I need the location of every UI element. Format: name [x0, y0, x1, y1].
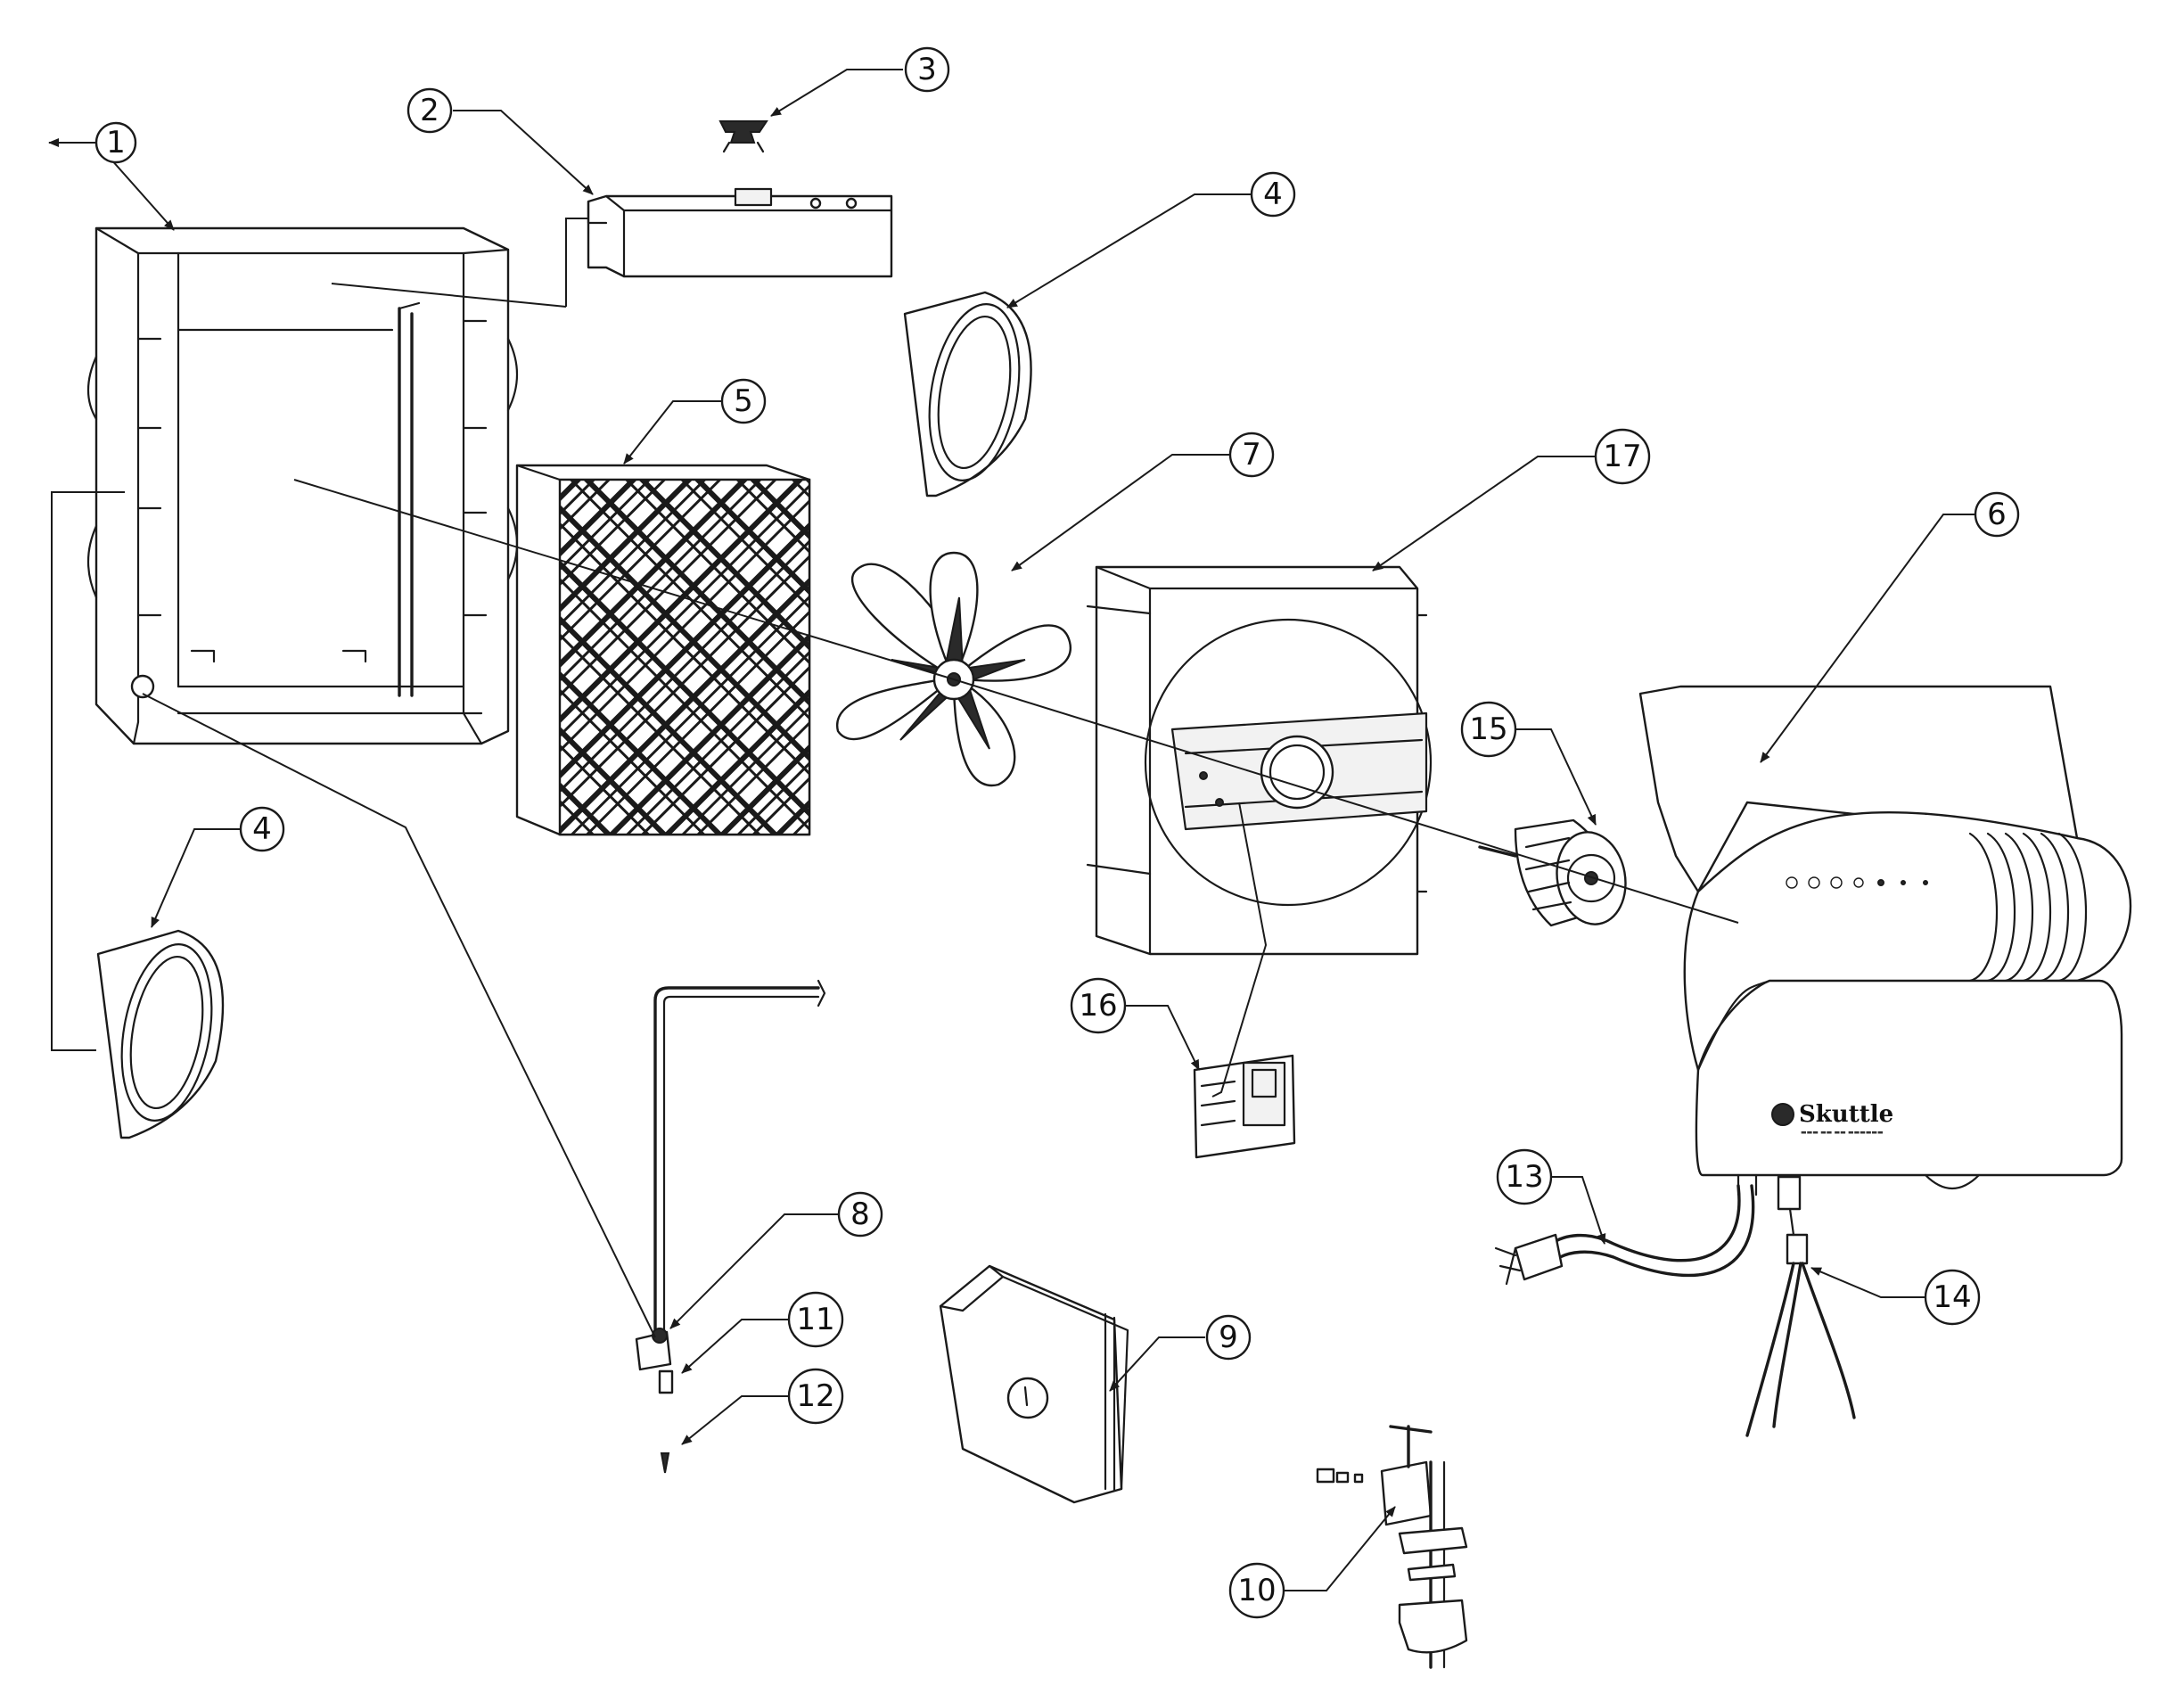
part-screw: [660, 1452, 670, 1474]
svg-text:1: 1: [106, 125, 126, 160]
callout-9: 9: [1205, 1314, 1252, 1361]
part-cabinet-base: [86, 226, 519, 745]
svg-text:8: 8: [850, 1196, 870, 1232]
callout-13: 13: [1496, 1148, 1553, 1205]
svg-text:17: 17: [1603, 439, 1641, 474]
callout-2: 2: [406, 87, 453, 134]
svg-text:12: 12: [796, 1378, 834, 1414]
part-circuit-board: [1193, 1054, 1296, 1159]
callout-4-upper: 4: [1250, 171, 1296, 218]
svg-text:4: 4: [252, 811, 272, 847]
part-fan-blade: [836, 551, 1071, 787]
svg-text:13: 13: [1505, 1159, 1543, 1195]
callout-3: 3: [904, 46, 950, 93]
part-clip: [718, 120, 768, 153]
svg-text:2: 2: [420, 93, 439, 128]
part-water-feed-tube: [635, 979, 826, 1371]
callout-4-lower: 4: [239, 806, 285, 852]
callout-5: 5: [720, 378, 767, 424]
part-evaporator-pad: [515, 464, 811, 836]
callout-16: 16: [1070, 977, 1127, 1034]
callout-11: 11: [787, 1291, 844, 1348]
part-wire-harness: [1745, 1175, 1856, 1437]
brand-logo-text: Skuttle: [1799, 1101, 1893, 1128]
callout-10: 10: [1228, 1562, 1285, 1619]
svg-text:4: 4: [1263, 177, 1283, 212]
part-blower-housing: [1086, 565, 1433, 956]
leader-lines: [48, 69, 1975, 1591]
part-cover: Skuttle ▬▬▬ ▬▬ ▬▬ ▬▬▬▬▬▬: [1638, 685, 2132, 1196]
part-fitting: [658, 1369, 674, 1394]
svg-text:3: 3: [917, 52, 937, 87]
callout-8: 8: [837, 1191, 883, 1238]
svg-text:11: 11: [796, 1302, 834, 1337]
svg-text:7: 7: [1242, 437, 1261, 473]
part-motor: [1478, 818, 1627, 927]
part-control-housing: [587, 187, 893, 278]
callout-1: 1: [94, 121, 137, 164]
svg-text:15: 15: [1469, 711, 1507, 747]
brand-logo-sub: ▬▬▬ ▬▬ ▬▬ ▬▬▬▬▬▬: [1801, 1129, 1884, 1136]
svg-text:6: 6: [1987, 497, 2007, 532]
svg-text:9: 9: [1219, 1320, 1238, 1355]
callout-15: 15: [1460, 701, 1517, 758]
svg-text:10: 10: [1237, 1573, 1276, 1608]
svg-text:5: 5: [734, 383, 753, 419]
svg-text:16: 16: [1079, 988, 1117, 1024]
callout-12: 12: [787, 1368, 844, 1425]
part-damper-ring-lower: [96, 929, 225, 1139]
callout-6: 6: [1974, 491, 2020, 538]
part-power-cord: [1494, 1184, 1755, 1286]
callout-17: 17: [1594, 428, 1651, 485]
callouts: 1 2 3 4 4 5 6 7: [94, 46, 2020, 1619]
svg-text:14: 14: [1933, 1279, 1971, 1315]
part-damper-ring-upper: [903, 291, 1032, 498]
part-humidistat: [939, 1264, 1129, 1504]
part-saddle-valve: [1316, 1425, 1468, 1669]
callout-7: 7: [1228, 432, 1275, 478]
callout-14: 14: [1924, 1269, 1981, 1326]
